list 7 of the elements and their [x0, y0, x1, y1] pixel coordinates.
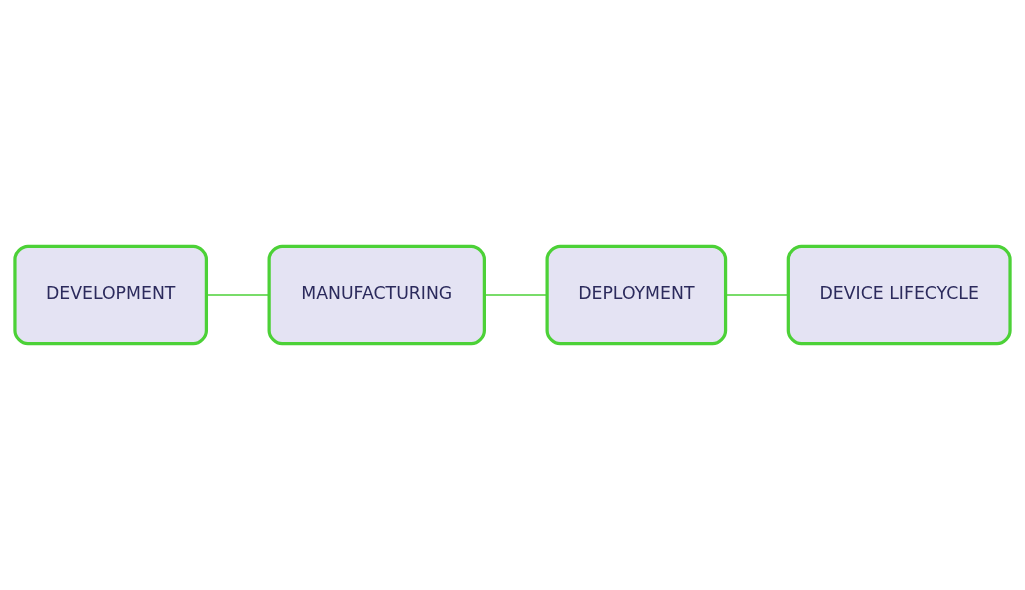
connector	[483, 294, 548, 296]
connector	[205, 294, 270, 296]
node-box: DEVELOPMENT	[13, 244, 208, 346]
node-box: MANUFACTURING	[267, 244, 486, 346]
connector	[724, 294, 790, 296]
node-box: DEVICE LIFECYCLE	[786, 244, 1012, 346]
node-box: DEPLOYMENT	[545, 244, 728, 346]
